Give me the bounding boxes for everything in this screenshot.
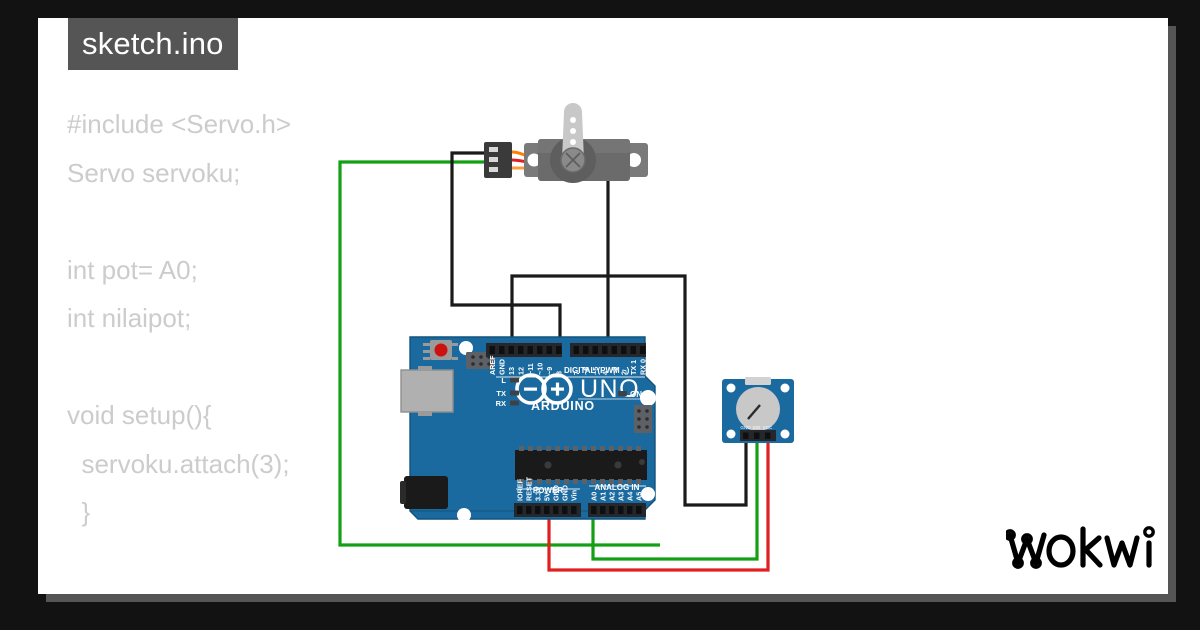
icsp-header-right: [634, 405, 652, 433]
pot-knob-indicator: [747, 404, 761, 420]
board-model-label: UNO: [580, 375, 640, 403]
arduino-uno-board[interactable]: AREF GND 13 12 ~11 ~10 ~9 8 7 ~6 ~5 4 ~3…: [400, 336, 656, 522]
pot-pin-header[interactable]: [740, 430, 776, 441]
digital-header-right[interactable]: [570, 343, 646, 357]
svg-text:IOREF: IOREF: [516, 478, 525, 501]
svg-text:Vin: Vin: [570, 490, 579, 501]
potentiometer-module[interactable]: GND SIG VCC: [722, 377, 794, 443]
wire-layer: [338, 151, 770, 572]
svg-text:A1: A1: [599, 492, 608, 501]
analog-header[interactable]: [588, 503, 646, 517]
svg-text:~3: ~3: [610, 367, 619, 375]
file-tab[interactable]: sketch.ino: [68, 18, 238, 70]
wire-pot-power: [547, 440, 770, 572]
analog-header-caption: ANALOG IN: [595, 483, 640, 492]
wokwi-logo: [1006, 526, 1155, 569]
svg-text:A0: A0: [590, 492, 599, 501]
mounting-hole: [641, 487, 655, 501]
svg-text:A4: A4: [626, 492, 635, 501]
arduino-wordmark: ARDUINO: [531, 399, 595, 413]
svg-text:A5: A5: [635, 492, 644, 501]
mounting-hole: [640, 390, 656, 406]
digital-header-left[interactable]: [486, 343, 562, 357]
svg-text:A3: A3: [617, 492, 626, 501]
svg-text:~10: ~10: [536, 363, 545, 375]
svg-text:AREF: AREF: [488, 355, 497, 375]
arduino-infinity-logo: [515, 373, 573, 405]
svg-text:5V: 5V: [543, 492, 552, 501]
code-listing: #include <Servo.h> Servo servoku; int po…: [67, 109, 292, 527]
svg-text:~11: ~11: [526, 363, 535, 375]
svg-text:ON: ON: [630, 390, 642, 399]
svg-text:12: 12: [517, 367, 526, 375]
power-header[interactable]: [514, 503, 581, 517]
mounting-hole: [457, 508, 471, 522]
svg-text:SIG: SIG: [753, 425, 761, 430]
svg-text:~6: ~6: [582, 367, 591, 375]
wire-pot-ground: [510, 274, 748, 507]
usb-connector: [400, 366, 454, 416]
power-jack: [400, 476, 448, 509]
digital-header-caption: DIGITAL (PWM ~): [564, 366, 630, 375]
servo-connector: [484, 142, 512, 178]
svg-text:13: 13: [507, 367, 516, 375]
servo-motor[interactable]: [484, 103, 648, 183]
svg-text:VCC: VCC: [763, 425, 773, 430]
svg-text:2: 2: [620, 371, 629, 375]
reset-button[interactable]: [423, 340, 458, 360]
svg-text:GND: GND: [740, 425, 751, 430]
svg-text:GND: GND: [498, 359, 507, 375]
pot-pin-labels: GND SIG VCC: [740, 425, 773, 430]
svg-text:A2: A2: [608, 492, 617, 501]
power-header-caption: POWER: [533, 486, 563, 495]
svg-text:GND: GND: [552, 485, 561, 501]
svg-text:~5: ~5: [591, 367, 600, 375]
svg-text:RX 0: RX 0: [639, 359, 648, 375]
status-leds: L TX RX ON: [496, 376, 643, 408]
svg-text:~9: ~9: [545, 367, 554, 375]
svg-text:GND: GND: [561, 485, 570, 501]
svg-text:3.3V: 3.3V: [534, 486, 543, 501]
svg-text:4: 4: [601, 371, 610, 375]
microcontroller-chip: [515, 446, 647, 484]
wire-pot-signal: [591, 440, 759, 561]
svg-text:L: L: [501, 376, 506, 385]
digital-pin-labels: AREF GND 13 12 ~11 ~10 ~9 8 7 ~6 ~5 4 ~3…: [488, 355, 648, 375]
svg-text:TX: TX: [496, 389, 506, 398]
servo-shaft-cross: [565, 152, 581, 168]
svg-text:RX: RX: [496, 399, 506, 408]
servo-horn: [562, 103, 584, 160]
svg-text:7: 7: [572, 371, 581, 375]
wire-servo-ground: [338, 160, 660, 547]
wire-servo-power: [450, 151, 562, 350]
mounting-hole: [459, 341, 473, 355]
svg-text:TX 1: TX 1: [629, 360, 638, 375]
svg-text:8: 8: [555, 371, 564, 375]
